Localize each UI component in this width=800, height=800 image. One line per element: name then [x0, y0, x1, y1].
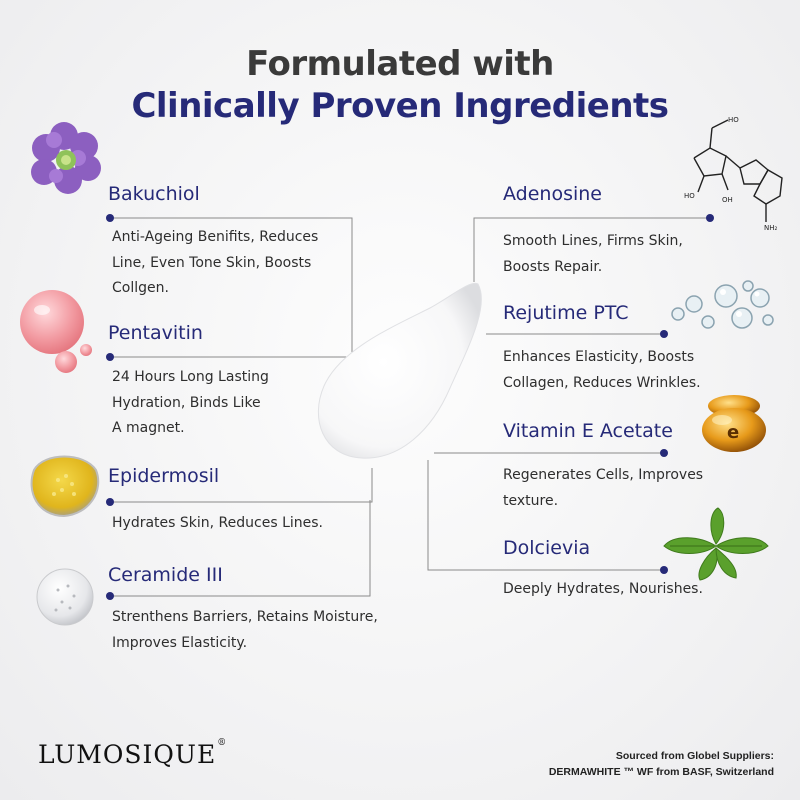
bullet-dot — [106, 592, 114, 600]
ingredient-description: Hydrates Skin, Reduces Lines. — [112, 515, 323, 531]
ingredient-description: Anti-Ageing Benifits, Reduces Line, Even… — [112, 229, 319, 296]
ingredient-name: Dolcievia — [503, 537, 591, 559]
cream-drop-icon — [317, 282, 482, 459]
title-line-2: Clinically Proven Ingredients — [131, 86, 669, 126]
bullet-dot — [660, 566, 668, 574]
molecule-structure-icon: HO HO OH NH₂ — [684, 116, 783, 232]
vitamin-e-capsule-icon: e — [702, 395, 766, 452]
capsule-letter: e — [727, 422, 739, 443]
bullet-dot — [106, 353, 114, 361]
pink-droplets-icon — [20, 290, 92, 373]
purple-flower-icon — [31, 122, 101, 194]
title-line-1: Formulated with — [246, 44, 554, 84]
source-note: Sourced from Globel Suppliers: DERMAWHIT… — [548, 750, 774, 778]
bullet-dot — [660, 330, 668, 338]
ingredient-name: Epidermosil — [108, 465, 220, 487]
ingredient-name: Ceramide III — [108, 564, 223, 586]
stevia-leaf-icon — [663, 507, 769, 581]
ingredient-name: Adenosine — [503, 183, 602, 205]
ingredient-name: Pentavitin — [108, 322, 203, 344]
svg-text:HO: HO — [684, 192, 695, 200]
yellow-gel-drop-icon — [30, 455, 100, 518]
svg-text:OH: OH — [722, 196, 733, 204]
bullet-dot — [106, 214, 114, 222]
bullet-dot — [660, 449, 668, 457]
bullet-dot — [106, 498, 114, 506]
ingredient-name: Vitamin E Acetate — [503, 420, 673, 442]
svg-text:NH₂: NH₂ — [764, 224, 778, 232]
ingredient-description: 24 Hours Long Lasting Hydration, Binds L… — [112, 369, 269, 436]
ingredient-description: Strenthens Barriers, Retains Moisture, I… — [112, 609, 378, 651]
clear-gel-drop-icon — [36, 568, 94, 626]
ingredient-name: Rejutime PTC — [503, 302, 629, 324]
ingredient-description: Deeply Hydrates, Nourishes. — [503, 581, 703, 597]
ingredient-description: Smooth Lines, Firms Skin, Boosts Repair. — [503, 233, 683, 275]
ingredient-description: Enhances Elasticity, Boosts Collagen, Re… — [503, 349, 701, 391]
water-bubbles-icon — [671, 280, 774, 329]
ingredient-name: Bakuchiol — [108, 183, 200, 205]
bullet-dot — [706, 214, 714, 222]
ingredient-description: Regenerates Cells, Improves texture. — [503, 467, 704, 509]
svg-text:HO: HO — [728, 116, 739, 124]
brand-logo: LUMOSIQUE® — [38, 738, 228, 769]
